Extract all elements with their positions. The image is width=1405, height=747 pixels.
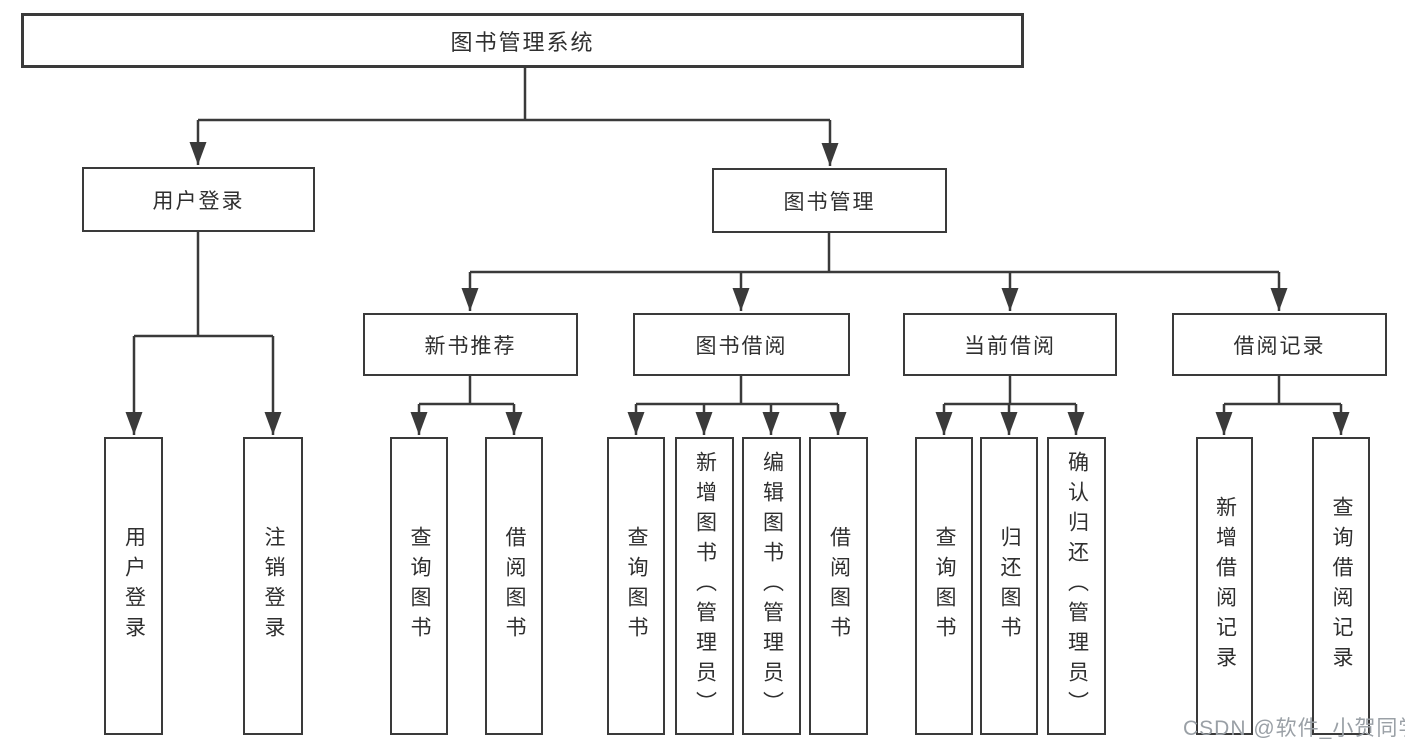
node-root-system: 图书管理系统 [21, 13, 1024, 68]
leaf-query-books-current: 查询图书 [915, 437, 973, 735]
leaf-edit-book-admin: 编辑图书（管理员） [742, 437, 801, 735]
leaf-confirm-return-admin: 确认归还（管理员） [1047, 437, 1106, 735]
node-book-borrowing: 图书借阅 [633, 313, 850, 376]
leaf-query-books-recommend: 查询图书 [390, 437, 448, 735]
leaf-return-book: 归还图书 [980, 437, 1038, 735]
leaf-query-books-borrowing: 查询图书 [607, 437, 665, 735]
node-borrowing-records: 借阅记录 [1172, 313, 1387, 376]
leaf-borrow-books-recommend: 借阅图书 [485, 437, 543, 735]
node-user-login: 用户登录 [82, 167, 315, 232]
node-current-borrowing: 当前借阅 [903, 313, 1117, 376]
leaf-logout: 注销登录 [243, 437, 303, 735]
node-book-management: 图书管理 [712, 168, 947, 233]
leaf-user-login: 用户登录 [104, 437, 163, 735]
leaf-borrow-books-borrowing: 借阅图书 [809, 437, 868, 735]
leaf-query-borrow-record: 查询借阅记录 [1312, 437, 1370, 735]
watermark-text: CSDN @软件_小贺同学 [1183, 717, 1405, 740]
node-new-book-recommend: 新书推荐 [363, 313, 578, 376]
leaf-add-borrow-record: 新增借阅记录 [1196, 437, 1253, 735]
leaf-add-book-admin: 新增图书（管理员） [675, 437, 734, 735]
